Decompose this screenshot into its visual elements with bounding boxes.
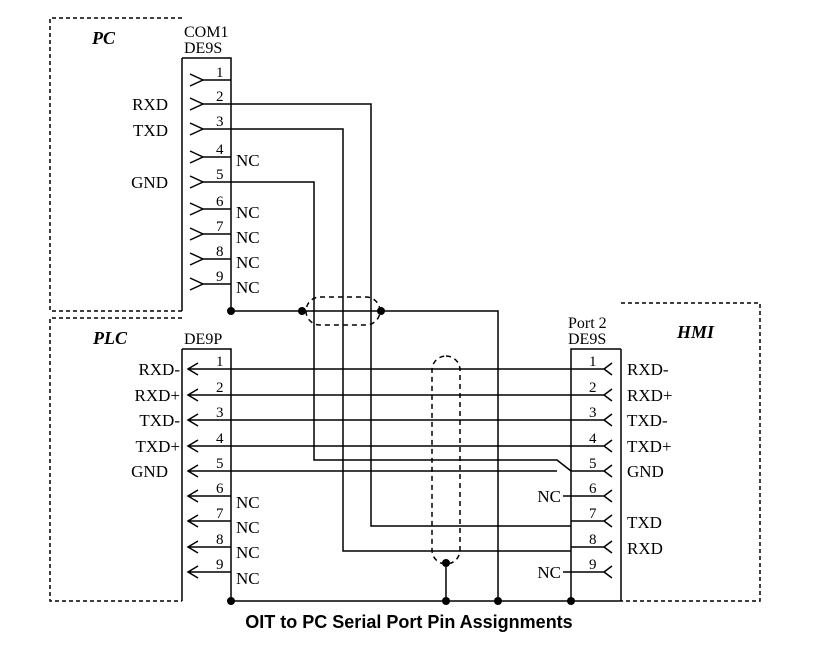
plc-pin-marks	[186, 362, 231, 579]
hmi-signal-label: TXD-	[627, 411, 668, 430]
pc-signal-label: TXD	[133, 121, 168, 140]
hmi-title: HMI	[676, 322, 715, 342]
hmi-signal-label: TXD+	[627, 437, 672, 456]
pc-nc-label: NC	[236, 151, 260, 170]
hmi-pin-number: 1	[589, 354, 597, 370]
hmi-nc-label: NC	[537, 487, 561, 506]
plc-pin-number: 6	[216, 481, 224, 497]
wire-pc-rxd-to-hmi-txd	[231, 103, 571, 527]
hmi-port-name: Port 2	[568, 315, 607, 332]
hmi-box	[621, 302, 761, 602]
plc-pin-number: 9	[216, 557, 224, 573]
hmi-connector-shell	[570, 348, 622, 601]
plc-pin-number: 3	[216, 405, 224, 421]
plc-pin-number: 4	[216, 431, 224, 447]
plc-pin-number: 7	[216, 506, 224, 522]
pc-pin-number: 9	[216, 269, 224, 285]
wire-pc-txd-to-hmi-rxd	[231, 128, 571, 552]
pc-pin-number: 1	[216, 65, 224, 81]
hmi-signal-label: GND	[627, 462, 664, 481]
pc-signal-label: GND	[131, 173, 168, 192]
pc-pin-number: 7	[216, 219, 224, 235]
plc-signal-label: TXD-	[139, 411, 180, 430]
plc-nc-label: NC	[236, 543, 260, 562]
pc-box	[49, 17, 182, 312]
pc-connector-type: DE9S	[184, 40, 222, 57]
pc-pin-number: 3	[216, 114, 224, 130]
hmi-pin-number: 2	[589, 380, 597, 396]
plc-signal-label: GND	[131, 462, 168, 481]
wire-pc-gnd-to-hmi-gnd	[231, 181, 572, 472]
hmi-signal-label: RXD+	[627, 386, 672, 405]
hmi-pin-number: 5	[589, 456, 597, 472]
hmi-pin-number: 7	[589, 506, 597, 522]
pc-signal-label: RXD	[132, 95, 168, 114]
junction-dots	[227, 307, 575, 605]
pc-pin-marks	[189, 73, 231, 291]
pc-pin-number: 2	[216, 89, 224, 105]
pc-nc-label: NC	[236, 253, 260, 272]
hmi-signal-label: TXD	[627, 513, 662, 532]
diagram-caption: OIT to PC Serial Port Pin Assignments	[245, 612, 573, 632]
pc-pin-number: 6	[216, 194, 224, 210]
pc-pin-number: 4	[216, 142, 224, 158]
plc-pin-number: 8	[216, 532, 224, 548]
pc-nc-label: NC	[236, 278, 260, 297]
hmi-pin-number: 3	[589, 405, 597, 421]
plc-nc-label: NC	[236, 518, 260, 537]
plc-connector-shell	[181, 348, 232, 601]
plc-nc-label: NC	[236, 493, 260, 512]
hmi-pin-number: 9	[589, 557, 597, 573]
wire-pc-shield-bus	[231, 310, 499, 601]
hmi-nc-label: NC	[537, 563, 561, 582]
plc-pin-number: 5	[216, 456, 224, 472]
hmi-pin-number: 8	[589, 532, 597, 548]
hmi-connector-type: DE9S	[568, 331, 606, 348]
pc-connector-shell	[181, 57, 232, 311]
hmi-signal-label: RXD-	[627, 360, 669, 379]
plc-pin-number: 2	[216, 380, 224, 396]
pc-pin-number: 5	[216, 167, 224, 183]
pc-port-name: COM1	[184, 24, 228, 41]
pc-title: PC	[91, 28, 116, 48]
hmi-pin-number: 6	[589, 481, 597, 497]
pc-nc-label: NC	[236, 228, 260, 247]
hmi-pin-number: 4	[589, 431, 597, 447]
plc-signal-label: RXD+	[135, 386, 180, 405]
plc-connector-type: DE9P	[184, 331, 222, 348]
plc-nc-label: NC	[236, 569, 260, 588]
plc-signal-label: TXD+	[135, 437, 180, 456]
hmi-signal-label: RXD	[627, 539, 663, 558]
hmi-cable-shield	[431, 355, 461, 565]
plc-box	[49, 317, 182, 602]
plc-title: PLC	[92, 328, 128, 348]
pc-nc-label: NC	[236, 203, 260, 222]
pc-pin-number: 8	[216, 244, 224, 260]
plc-signal-label: RXD-	[138, 360, 180, 379]
hmi-pin-marks	[571, 362, 613, 579]
plc-pin-number: 1	[216, 354, 224, 370]
